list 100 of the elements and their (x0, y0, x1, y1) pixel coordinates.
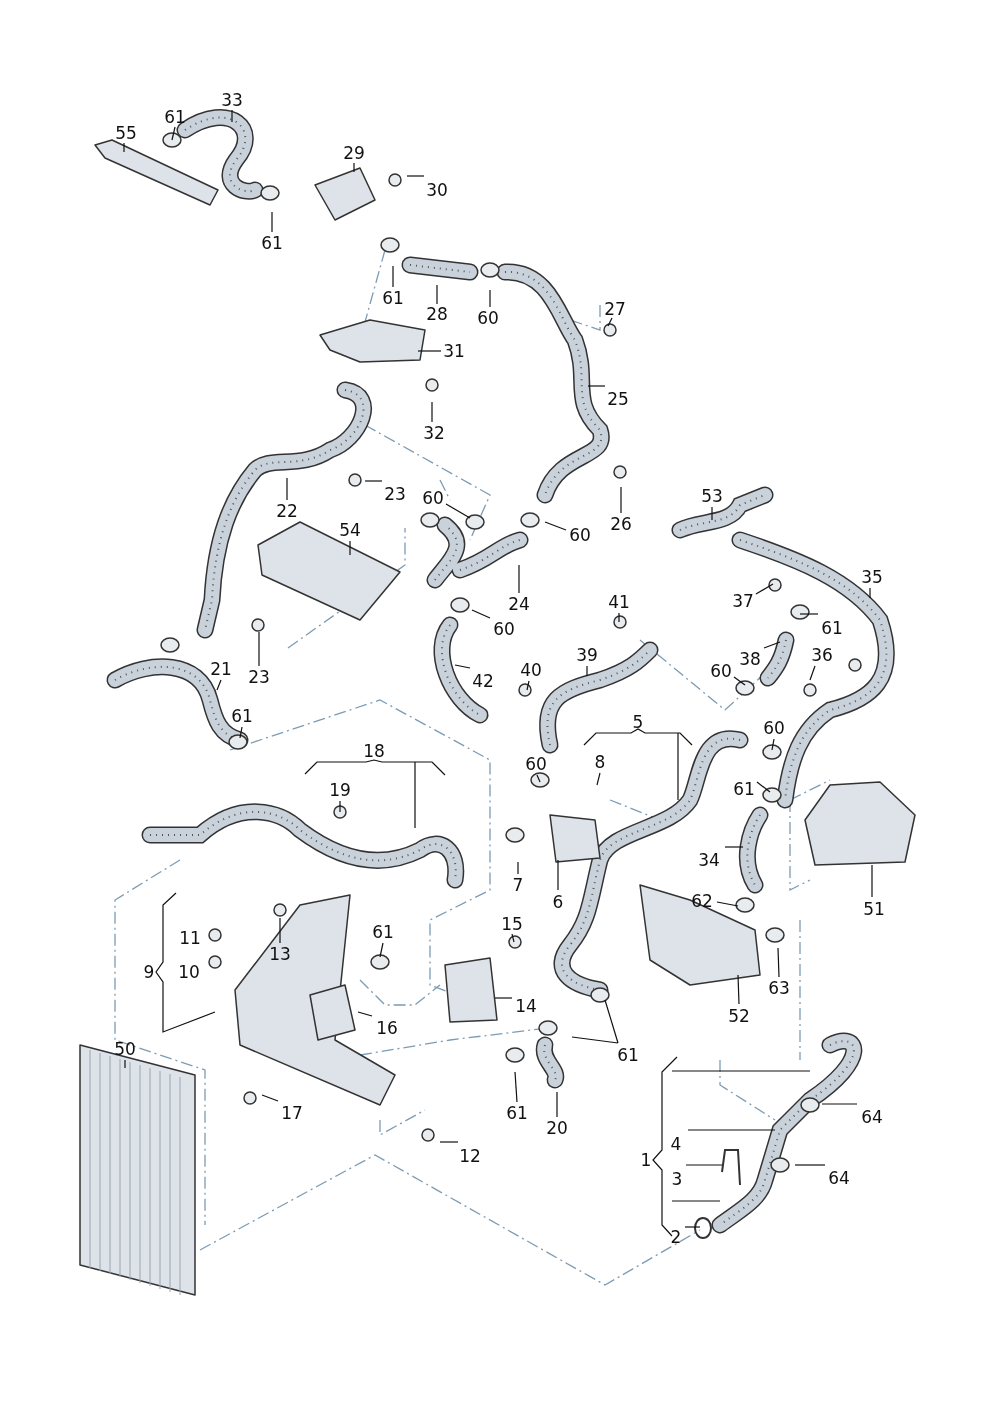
leader-line (357, 1011, 373, 1017)
leader-line (799, 613, 819, 615)
callout-number: 5 (632, 713, 644, 731)
leader-line (821, 1103, 858, 1105)
callout-number: 16 (376, 1019, 398, 1037)
leader-line (439, 1141, 459, 1143)
leader-line (620, 486, 622, 514)
callout-number: 34 (698, 851, 720, 869)
leader-line (518, 564, 520, 594)
leader-line (392, 265, 394, 288)
leader-line (349, 540, 351, 556)
leader-line (556, 1091, 558, 1118)
leader-line (436, 284, 438, 305)
callout-number: 61 (231, 707, 253, 725)
callout-number: 42 (472, 672, 494, 690)
callout-number: 1 (640, 1151, 652, 1169)
callout-number: 61 (506, 1104, 528, 1122)
callout-number: 61 (164, 108, 186, 126)
callout-number: 61 (617, 1046, 639, 1064)
leader-line (514, 1071, 518, 1103)
callout-number: 36 (811, 646, 833, 664)
leader-line (587, 385, 606, 387)
leader-line (583, 728, 693, 801)
callout-number: 3 (671, 1170, 683, 1188)
callout-number: 61 (372, 923, 394, 941)
leader-line (571, 999, 619, 1044)
leader-line (737, 974, 740, 1005)
leader-line (261, 1094, 279, 1102)
leader-line (684, 1226, 701, 1228)
callout-number: 53 (701, 487, 723, 505)
leader-line (586, 665, 588, 677)
leader-line (544, 521, 567, 531)
callout-number: 13 (269, 945, 291, 963)
leader-line (239, 726, 243, 739)
leader-line (711, 506, 713, 521)
leader-line (511, 933, 515, 943)
leader-line (379, 942, 384, 958)
leader-line (123, 142, 125, 153)
callout-number: 17 (281, 1104, 303, 1122)
leader-line (339, 800, 341, 813)
leader-line (471, 609, 491, 619)
leader-line (155, 892, 216, 1033)
leader-line (756, 781, 771, 793)
callout-number: 54 (339, 521, 361, 539)
callout-number: 29 (343, 144, 365, 162)
leader-line (652, 1056, 811, 1237)
callout-number: 50 (114, 1040, 136, 1058)
callout-number: 27 (604, 300, 626, 318)
callout-number: 23 (248, 668, 270, 686)
callout-number: 24 (508, 595, 530, 613)
leader-line (771, 738, 775, 751)
leader-line (353, 162, 355, 173)
callout-number: 38 (739, 650, 761, 668)
leader-line (364, 480, 383, 482)
callout-number: 61 (733, 780, 755, 798)
callout-number: 2 (670, 1228, 682, 1246)
callout-number: 60 (493, 620, 515, 638)
callout-number: 52 (728, 1007, 750, 1025)
callout-number: 20 (546, 1119, 568, 1137)
leader-line (687, 1129, 776, 1131)
callout-number: 61 (261, 234, 283, 252)
callout-number: 55 (115, 124, 137, 142)
callout-number: 60 (525, 755, 547, 773)
callout-number: 25 (607, 390, 629, 408)
leader-line (454, 664, 471, 669)
leader-line (755, 583, 774, 595)
leader-line (431, 401, 433, 423)
leader-line (724, 846, 744, 848)
leader-line (809, 665, 816, 681)
leader-line (733, 676, 746, 686)
callout-number: 60 (569, 526, 591, 544)
callout-number: 21 (210, 660, 232, 678)
leader-line (286, 477, 288, 501)
callout-number: 63 (768, 979, 790, 997)
leader-line (216, 679, 222, 691)
leader-line (258, 631, 260, 667)
leader-line (607, 317, 613, 327)
leader-line (557, 859, 559, 891)
callout-number: 41 (608, 593, 630, 611)
leader-line (171, 126, 176, 141)
callout-number: 19 (329, 781, 351, 799)
leader-line (763, 641, 781, 649)
callout-number: 60 (422, 489, 444, 507)
callout-number: 64 (828, 1169, 850, 1187)
callout-number: 39 (576, 646, 598, 664)
leader-line (417, 350, 442, 352)
leader-line (489, 289, 491, 308)
leader-line (869, 587, 871, 599)
leader-line (526, 680, 530, 691)
leader-line (406, 175, 425, 177)
leader-line (517, 861, 519, 875)
callout-number: 60 (710, 662, 732, 680)
leader-line (536, 774, 541, 783)
callout-number: 37 (732, 592, 754, 610)
leader-line (271, 211, 273, 233)
callout-number: 31 (443, 342, 465, 360)
callout-number: 14 (515, 997, 537, 1015)
callout-number: 51 (863, 900, 885, 918)
leader-line (124, 1059, 126, 1069)
leader-line (685, 1164, 723, 1166)
